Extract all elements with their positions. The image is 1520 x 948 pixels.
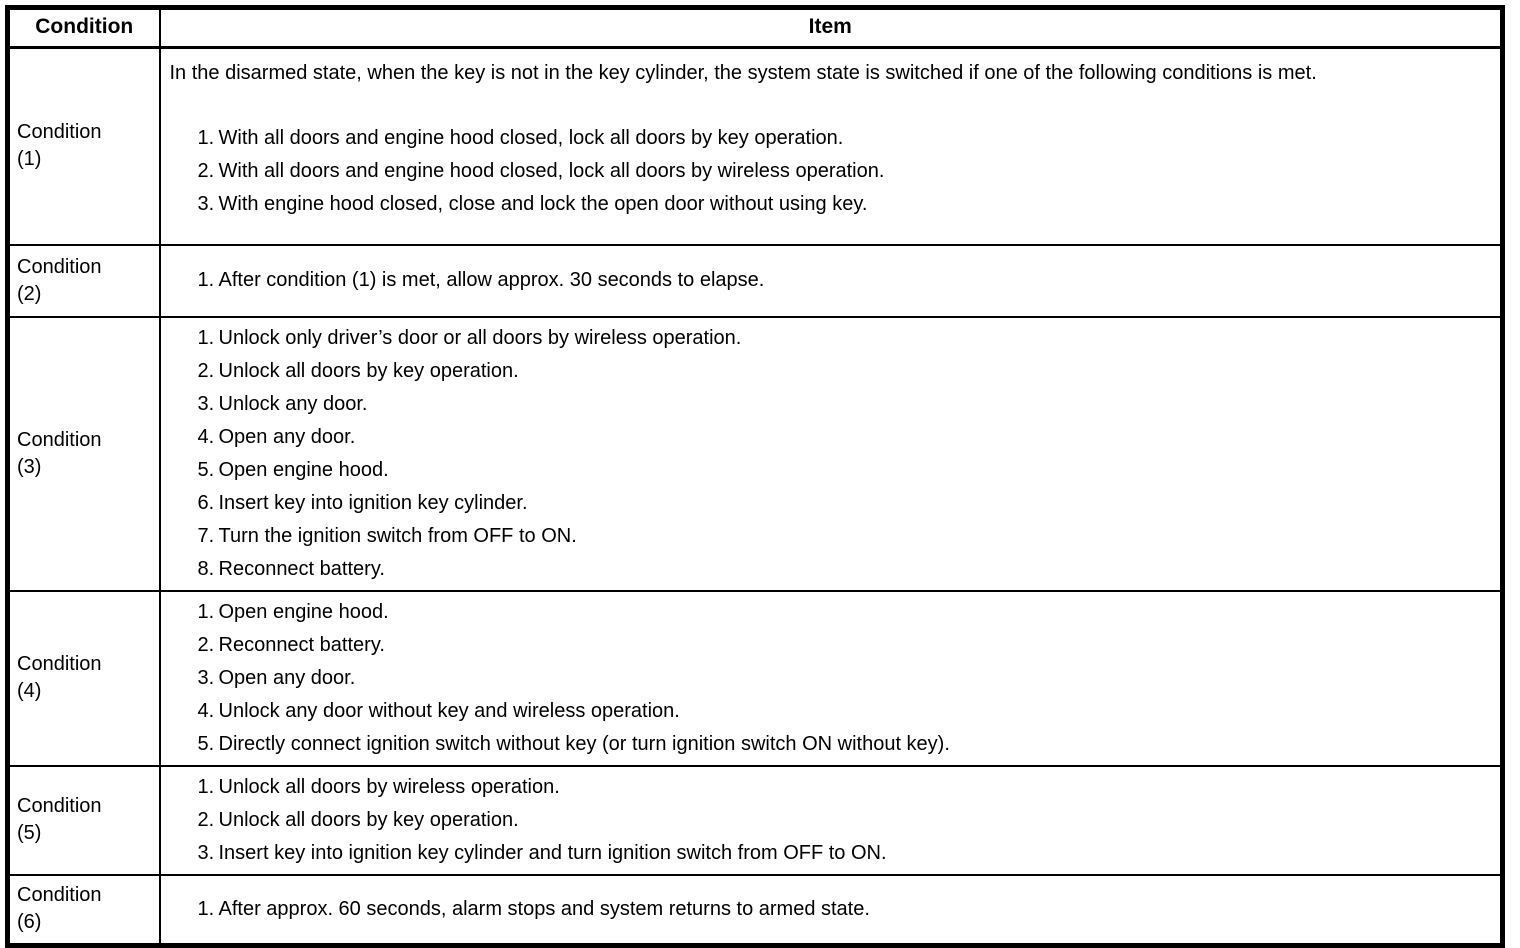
condition-1-items: In the disarmed state, when the key is n… (158, 46, 1504, 246)
list-item: 1.After approx. 60 seconds, alarm stops … (197, 897, 870, 920)
list-item: 5.Directly connect ignition switch witho… (197, 732, 950, 755)
list-item: 3.Unlock any door. (197, 392, 368, 415)
list-item: 6.Insert key into ignition key cylinder. (197, 491, 528, 514)
list-item: 2.Reconnect battery. (197, 633, 385, 656)
table-row: Condition (4) 1.Open engine hood. 2.Reco… (6, 589, 1504, 767)
condition-3-items: 1.Unlock only driver’s door or all doors… (158, 315, 1504, 592)
list-item: 4.Open any door. (197, 425, 356, 448)
table-row: Condition (1) In the disarmed state, whe… (6, 46, 1504, 246)
table-header-row: Condition Item (6, 6, 1504, 49)
condition-3-label: Condition (3) (6, 315, 161, 592)
table-row: Condition (6) 1.After approx. 60 seconds… (6, 873, 1504, 947)
header-condition: Condition (6, 6, 161, 49)
list-item: 3.Open any door. (197, 666, 356, 689)
table-row: Condition (2) 1.After condition (1) is m… (6, 243, 1504, 318)
condition-6-label: Condition (6) (6, 873, 161, 947)
list-item: 2.Unlock all doors by key operation. (197, 808, 519, 831)
condition-1-intro: In the disarmed state, when the key is n… (169, 62, 1317, 84)
list-item: 1.With all doors and engine hood closed,… (197, 127, 844, 149)
list-item: 7.Turn the ignition switch from OFF to O… (197, 524, 577, 547)
condition-2-items: 1.After condition (1) is met, allow appr… (158, 243, 1504, 318)
condition-4-items: 1.Open engine hood. 2.Reconnect battery.… (158, 589, 1504, 767)
condition-item-table: Condition Item Condition (1) In the disa… (5, 5, 1505, 948)
condition-5-label: Condition (5) (6, 764, 161, 876)
condition-4-label: Condition (4) (6, 589, 161, 767)
condition-2-label: Condition (2) (6, 243, 161, 318)
condition-5-items: 1.Unlock all doors by wireless operation… (158, 764, 1504, 876)
list-item: 2.Unlock all doors by key operation. (197, 359, 519, 382)
condition-1-label: Condition (1) (6, 46, 161, 246)
list-item: 2.With all doors and engine hood closed,… (197, 160, 885, 182)
list-item: 4.Unlock any door without key and wirele… (197, 699, 680, 722)
header-item: Item (158, 6, 1504, 49)
condition-6-items: 1.After approx. 60 seconds, alarm stops … (158, 873, 1504, 947)
table-row: Condition (3) 1.Unlock only driver’s doo… (6, 315, 1504, 592)
list-item: 5.Open engine hood. (197, 458, 389, 481)
list-item: 1.After condition (1) is met, allow appr… (197, 269, 765, 291)
list-item: 1.Unlock all doors by wireless operation… (197, 775, 560, 798)
list-item: 8.Reconnect battery. (197, 557, 385, 580)
table-row: Condition (5) 1.Unlock all doors by wire… (6, 764, 1504, 876)
list-item: 3.Insert key into ignition key cylinder … (197, 841, 887, 864)
list-item: 3.With engine hood closed, close and loc… (197, 193, 868, 215)
list-item: 1.Unlock only driver’s door or all doors… (197, 326, 742, 349)
list-item: 1.Open engine hood. (197, 600, 389, 623)
